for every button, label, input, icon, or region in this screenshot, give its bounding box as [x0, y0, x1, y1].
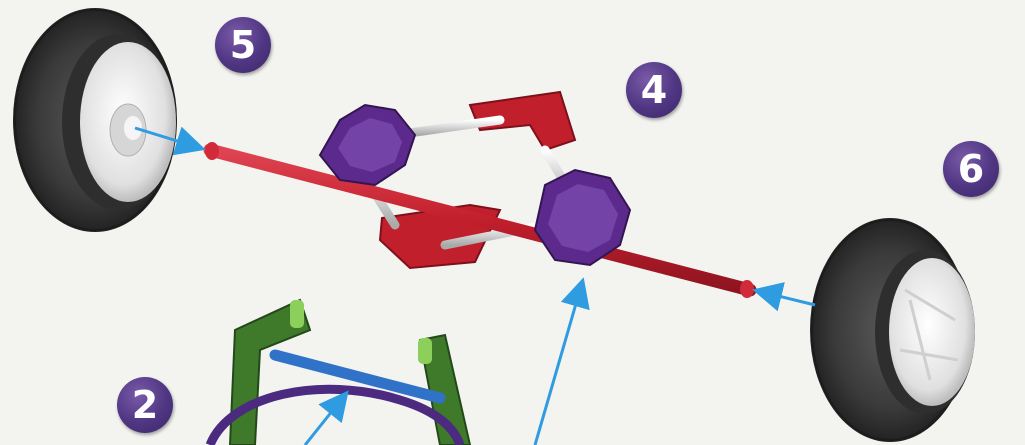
step-number-badge: 5 [215, 17, 271, 73]
arrow-wheel-to-axle-right [758, 291, 815, 305]
arrow-frame-to-connector [535, 283, 582, 445]
step-number-badge: 6 [943, 141, 999, 197]
wheel-left [13, 8, 177, 232]
red-axle [205, 142, 754, 298]
purple-connector-left [320, 105, 415, 185]
wheel-right [810, 218, 975, 442]
step-number-badge: 4 [626, 62, 682, 118]
arrow-to-blue-rod [305, 395, 345, 445]
step-number-badge: 2 [117, 377, 173, 433]
